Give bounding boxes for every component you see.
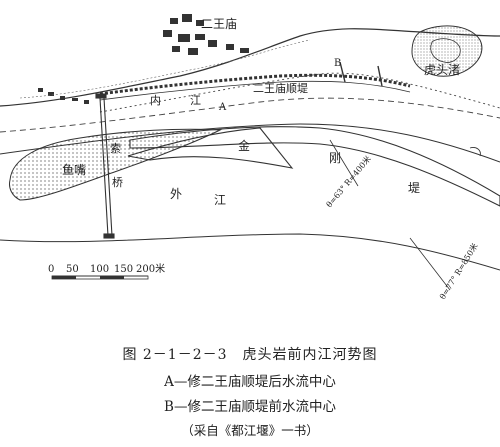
label-inner-river-1: 内 <box>150 93 161 107</box>
label-inner-river-2: 江 <box>190 94 201 107</box>
scale-tick-200: 200米 <box>136 262 165 275</box>
hutouzhu-contour <box>430 38 461 63</box>
scale-tick-50: 50 <box>66 264 79 275</box>
label-bridge-2: 桥 <box>112 176 123 189</box>
label-point-b: B <box>334 58 341 69</box>
scale-tick-100: 100 <box>90 264 109 275</box>
yuzui-island <box>9 128 222 201</box>
jingang-dyke <box>129 126 500 207</box>
scale-tick-150: 150 <box>114 264 133 275</box>
label-jingang-3: 堤 <box>408 181 420 195</box>
temple-buildings <box>38 14 249 104</box>
label-jingang-1: 金 <box>238 138 250 153</box>
label-angle-2: θ=77° R=850米 <box>437 241 480 301</box>
label-hutouzhu: 虎头渚 <box>424 63 460 77</box>
label-jingang-2: 刚 <box>329 151 341 165</box>
feishayan-triangle <box>127 127 294 169</box>
south-bank <box>0 233 500 271</box>
flow-line-a <box>0 97 500 133</box>
label-point-a: A <box>218 102 227 113</box>
label-outer-river-2: 江 <box>214 193 226 207</box>
rope-bridge <box>95 93 115 239</box>
scale-tick-0: 0 <box>48 264 54 275</box>
label-yuzui: 鱼嘴 <box>62 163 86 177</box>
label-outer-river-1: 外 <box>170 187 182 201</box>
north-bank-inner <box>19 39 311 99</box>
scale-bar: 0 50 100 150 200米 <box>48 262 165 280</box>
erwangmiao-levee <box>99 73 411 96</box>
label-levee: 二王庙顺堤 <box>253 81 308 95</box>
levee-edge <box>99 80 411 101</box>
spur-dykes <box>339 61 383 87</box>
radius-lines <box>329 139 451 291</box>
figure-title: 图 2－1－2－3 虎头岩前内江河势图 <box>122 347 378 363</box>
figure-source: （采自《都江堰》一书） <box>181 423 319 438</box>
legend-line-a: A—修二王庙顺堤后水流中心 <box>164 374 336 390</box>
label-temple: 二王庙 <box>201 17 237 31</box>
legend-line-b: B—修二王庙顺堤前水流中心 <box>164 399 336 415</box>
right-corner-mark <box>469 147 481 157</box>
hutouzhu-islet <box>411 25 483 77</box>
label-bridge-1: 索 <box>110 141 121 155</box>
